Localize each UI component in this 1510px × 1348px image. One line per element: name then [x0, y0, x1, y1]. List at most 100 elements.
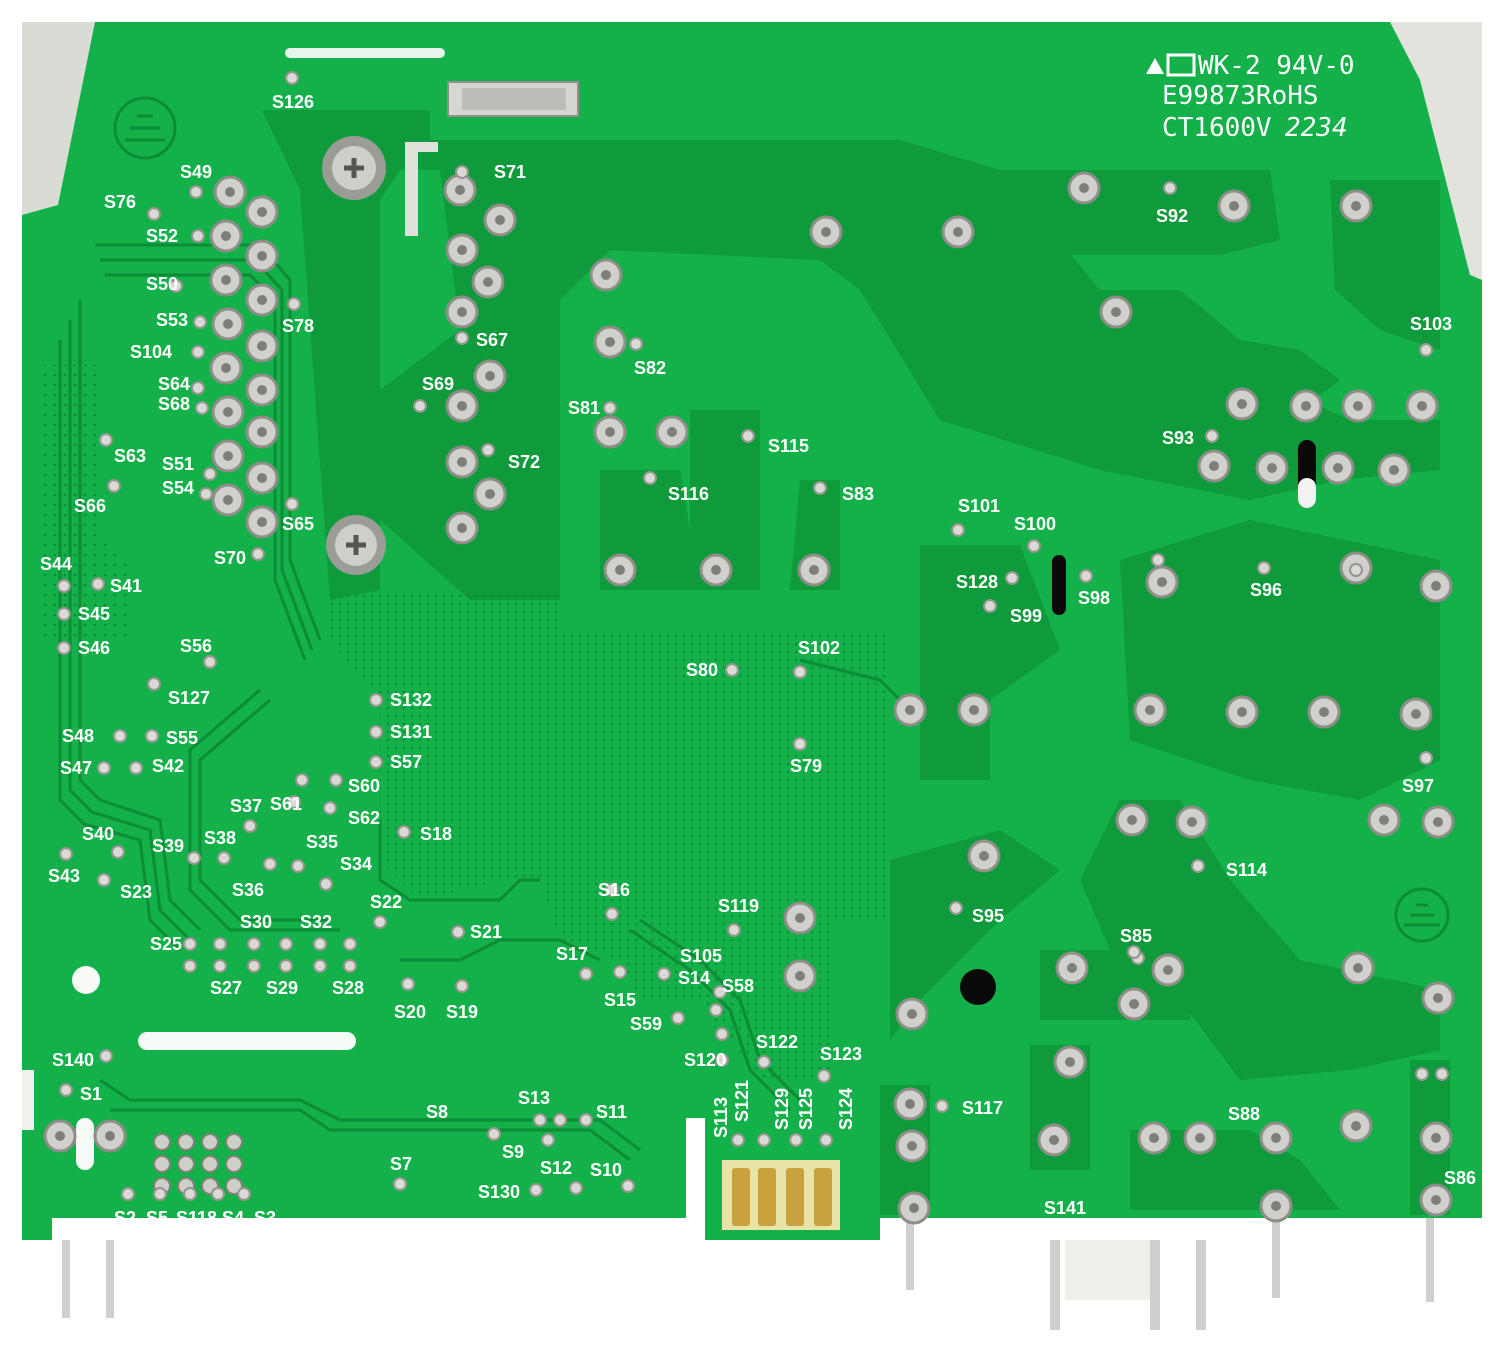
- solder-pad-hole: [1379, 815, 1389, 825]
- label-s18: S18: [420, 824, 452, 844]
- label-s141: S141: [1044, 1198, 1086, 1218]
- label-s119: S119: [718, 896, 759, 916]
- label-s140: S140: [52, 1050, 94, 1070]
- test-point: [1027, 539, 1041, 553]
- label-s125: S125: [796, 1088, 816, 1130]
- label-s71: S71: [494, 162, 526, 182]
- test-point: [287, 297, 301, 311]
- test-point: [191, 345, 205, 359]
- test-point: [731, 1133, 745, 1147]
- test-point: [1435, 1067, 1449, 1081]
- solder-pad-hole: [1411, 709, 1421, 719]
- label-s113: S113: [711, 1097, 731, 1138]
- solder-pad-hole: [1389, 465, 1399, 475]
- label-s131: S131: [390, 722, 432, 742]
- solder-pad-hole: [257, 207, 267, 217]
- label-s15: S15: [604, 990, 636, 1010]
- test-point: [553, 1113, 567, 1127]
- test-point: [343, 959, 357, 973]
- label-s39: S39: [152, 836, 184, 856]
- label-s76: S76: [104, 192, 136, 212]
- label-s104: S104: [130, 342, 172, 362]
- solder-pad-hole: [483, 277, 493, 287]
- solder-pad-hole: [1209, 461, 1219, 471]
- test-point: [129, 761, 143, 775]
- test-point: [1415, 1067, 1429, 1081]
- test-point: [183, 937, 197, 951]
- label-s27: S27: [210, 978, 242, 998]
- solder-pad-hole: [1333, 463, 1343, 473]
- test-point: [789, 1133, 803, 1147]
- test-point: [313, 959, 327, 973]
- test-point: [291, 859, 305, 873]
- solder-pad-hole: [1065, 1057, 1075, 1067]
- test-point: [819, 1133, 833, 1147]
- solder-pad-hole: [601, 270, 611, 280]
- marking-line1: WK-2 94V-0: [1198, 51, 1355, 81]
- solder-pad-hole: [457, 457, 467, 467]
- ul-logo: [1166, 53, 1196, 77]
- label-s103: S103: [1410, 314, 1452, 334]
- test-point: [1005, 571, 1019, 585]
- label-s44: S44: [40, 554, 72, 574]
- label-s97: S97: [1402, 776, 1434, 796]
- solder-pad-hole: [615, 565, 625, 575]
- label-s45: S45: [78, 604, 110, 624]
- solder-pad-hole: [1149, 1133, 1159, 1143]
- test-point: [1079, 569, 1093, 583]
- test-point: [203, 467, 217, 481]
- solder-pad-hole: [223, 451, 233, 461]
- solder-pad-hole: [1301, 401, 1311, 411]
- solder-pad-hole: [223, 407, 233, 417]
- test-point: [671, 1011, 685, 1025]
- solder-pad-hole: [257, 385, 267, 395]
- test-point: [193, 315, 207, 329]
- solder-pad-hole: [1187, 817, 1197, 827]
- ground-symbol-top-left: [113, 96, 177, 160]
- test-point: [279, 959, 293, 973]
- pads: [43, 171, 1455, 1225]
- solder-pad-hole: [485, 371, 495, 381]
- solder-pad-hole: [223, 319, 233, 329]
- silk-bar-top: [285, 48, 445, 58]
- test-point: [187, 851, 201, 865]
- label-s122: S122: [756, 1032, 798, 1052]
- label-s48: S48: [62, 726, 94, 746]
- test-point: [313, 937, 327, 951]
- solder-pad-hole: [795, 971, 805, 981]
- label-s65: S65: [282, 514, 314, 534]
- label-s3: S3: [254, 1208, 276, 1228]
- test-point: [657, 967, 671, 981]
- solder-pad-hole: [455, 185, 465, 195]
- label-s52: S52: [146, 226, 178, 246]
- warning-triangle-icon: [1146, 58, 1164, 74]
- label-s127: S127: [168, 688, 210, 708]
- test-point: [191, 381, 205, 395]
- label-s38: S38: [204, 828, 236, 848]
- solder-pad-hole: [795, 913, 805, 923]
- label-s117: S117: [962, 1098, 1003, 1118]
- test-point: [1163, 181, 1177, 195]
- label-s116: S116: [668, 484, 709, 504]
- label-s54: S54: [162, 478, 194, 498]
- label-s12: S12: [540, 1158, 572, 1178]
- label-s9: S9: [502, 1142, 524, 1162]
- test-point: [285, 497, 299, 511]
- solder-pad-hole: [1353, 401, 1363, 411]
- solder-pad-hole: [55, 1131, 65, 1141]
- test-point: [369, 755, 383, 769]
- label-s21: S21: [470, 922, 502, 942]
- test-point: [605, 907, 619, 921]
- label-s35: S35: [306, 832, 338, 852]
- test-point: [285, 71, 299, 85]
- label-s66: S66: [74, 496, 106, 516]
- label-s59: S59: [630, 1014, 662, 1034]
- label-s4: S4: [222, 1208, 244, 1228]
- copyright-watermark: © 2024 ShopJimmy.com, LLC: [240, 1234, 372, 1245]
- solder-pad-hole: [1431, 1195, 1441, 1205]
- label-s85: S85: [1120, 926, 1152, 946]
- label-s41: S41: [110, 576, 142, 596]
- gold-connector: [722, 1160, 840, 1230]
- header-pin: [153, 1133, 171, 1151]
